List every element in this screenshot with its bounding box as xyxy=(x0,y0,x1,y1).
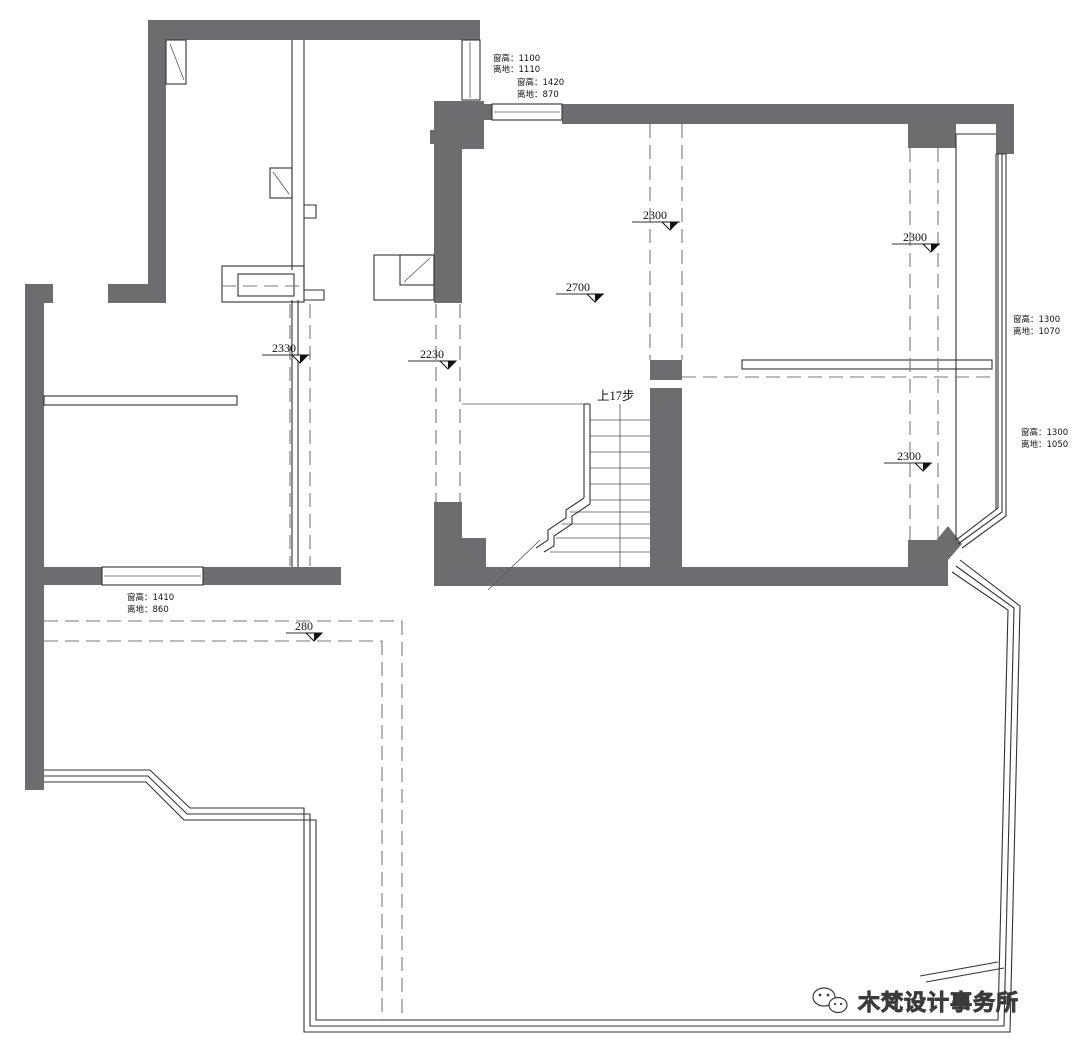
level-marker-2700: 2700 xyxy=(556,280,605,303)
windows xyxy=(101,39,1007,586)
window-note-1: 窗高：1100 离地：1110 xyxy=(493,53,540,75)
wechat-icon xyxy=(812,987,848,1014)
stair-note: 上17步 xyxy=(597,389,635,403)
level-label: 2300 xyxy=(643,208,667,222)
interior-lines xyxy=(43,39,997,567)
window-sill: 离地：1050 xyxy=(1021,439,1068,450)
walls-left-block xyxy=(25,20,480,790)
window-sill: 离地：870 xyxy=(517,89,559,100)
level-label: 2300 xyxy=(897,449,921,463)
level-label: 280 xyxy=(295,619,313,633)
window-sill: 离地：1110 xyxy=(493,64,540,75)
window-height: 窗高：1300 xyxy=(1021,427,1068,438)
level-marker-2300-right: 2300 xyxy=(892,230,941,253)
level-marker-2300-top: 2300 xyxy=(632,208,680,231)
level-label: 2330 xyxy=(272,341,296,355)
window-note-5: 窗高：1410 离地：860 xyxy=(127,592,174,615)
window-note-2: 窗高：1420 离地：870 xyxy=(517,77,564,100)
terrace-outline xyxy=(44,559,1021,1033)
level-marker-2330: 2330 xyxy=(262,341,310,364)
walls-right-block xyxy=(430,101,1014,586)
window-note-3: 窗高：1300 离地：1070 xyxy=(1013,314,1060,337)
dashed-lines xyxy=(44,124,992,1020)
level-marker-2300-lower: 2300 xyxy=(884,449,933,472)
window-height: 窗高：1100 xyxy=(493,53,540,64)
level-label: 2700 xyxy=(566,280,590,294)
window-height: 窗高：1420 xyxy=(517,77,564,88)
watermark-text: 木梵设计事务所 xyxy=(857,990,1019,1016)
level-label: 2230 xyxy=(420,347,444,361)
level-marker-2230: 2230 xyxy=(408,347,458,370)
watermark: 木梵设计事务所 xyxy=(812,987,1019,1016)
level-label: 2300 xyxy=(903,230,927,244)
window-height: 窗高：1300 xyxy=(1013,314,1060,325)
level-marker-280: 280 xyxy=(286,619,324,642)
window-height: 窗高：1410 xyxy=(127,592,174,603)
window-sill: 离地：860 xyxy=(127,604,169,615)
window-note-4: 窗高：1300 离地：1050 xyxy=(1021,427,1068,450)
staircase xyxy=(462,403,650,591)
window-sill: 离地：1070 xyxy=(1013,326,1060,337)
